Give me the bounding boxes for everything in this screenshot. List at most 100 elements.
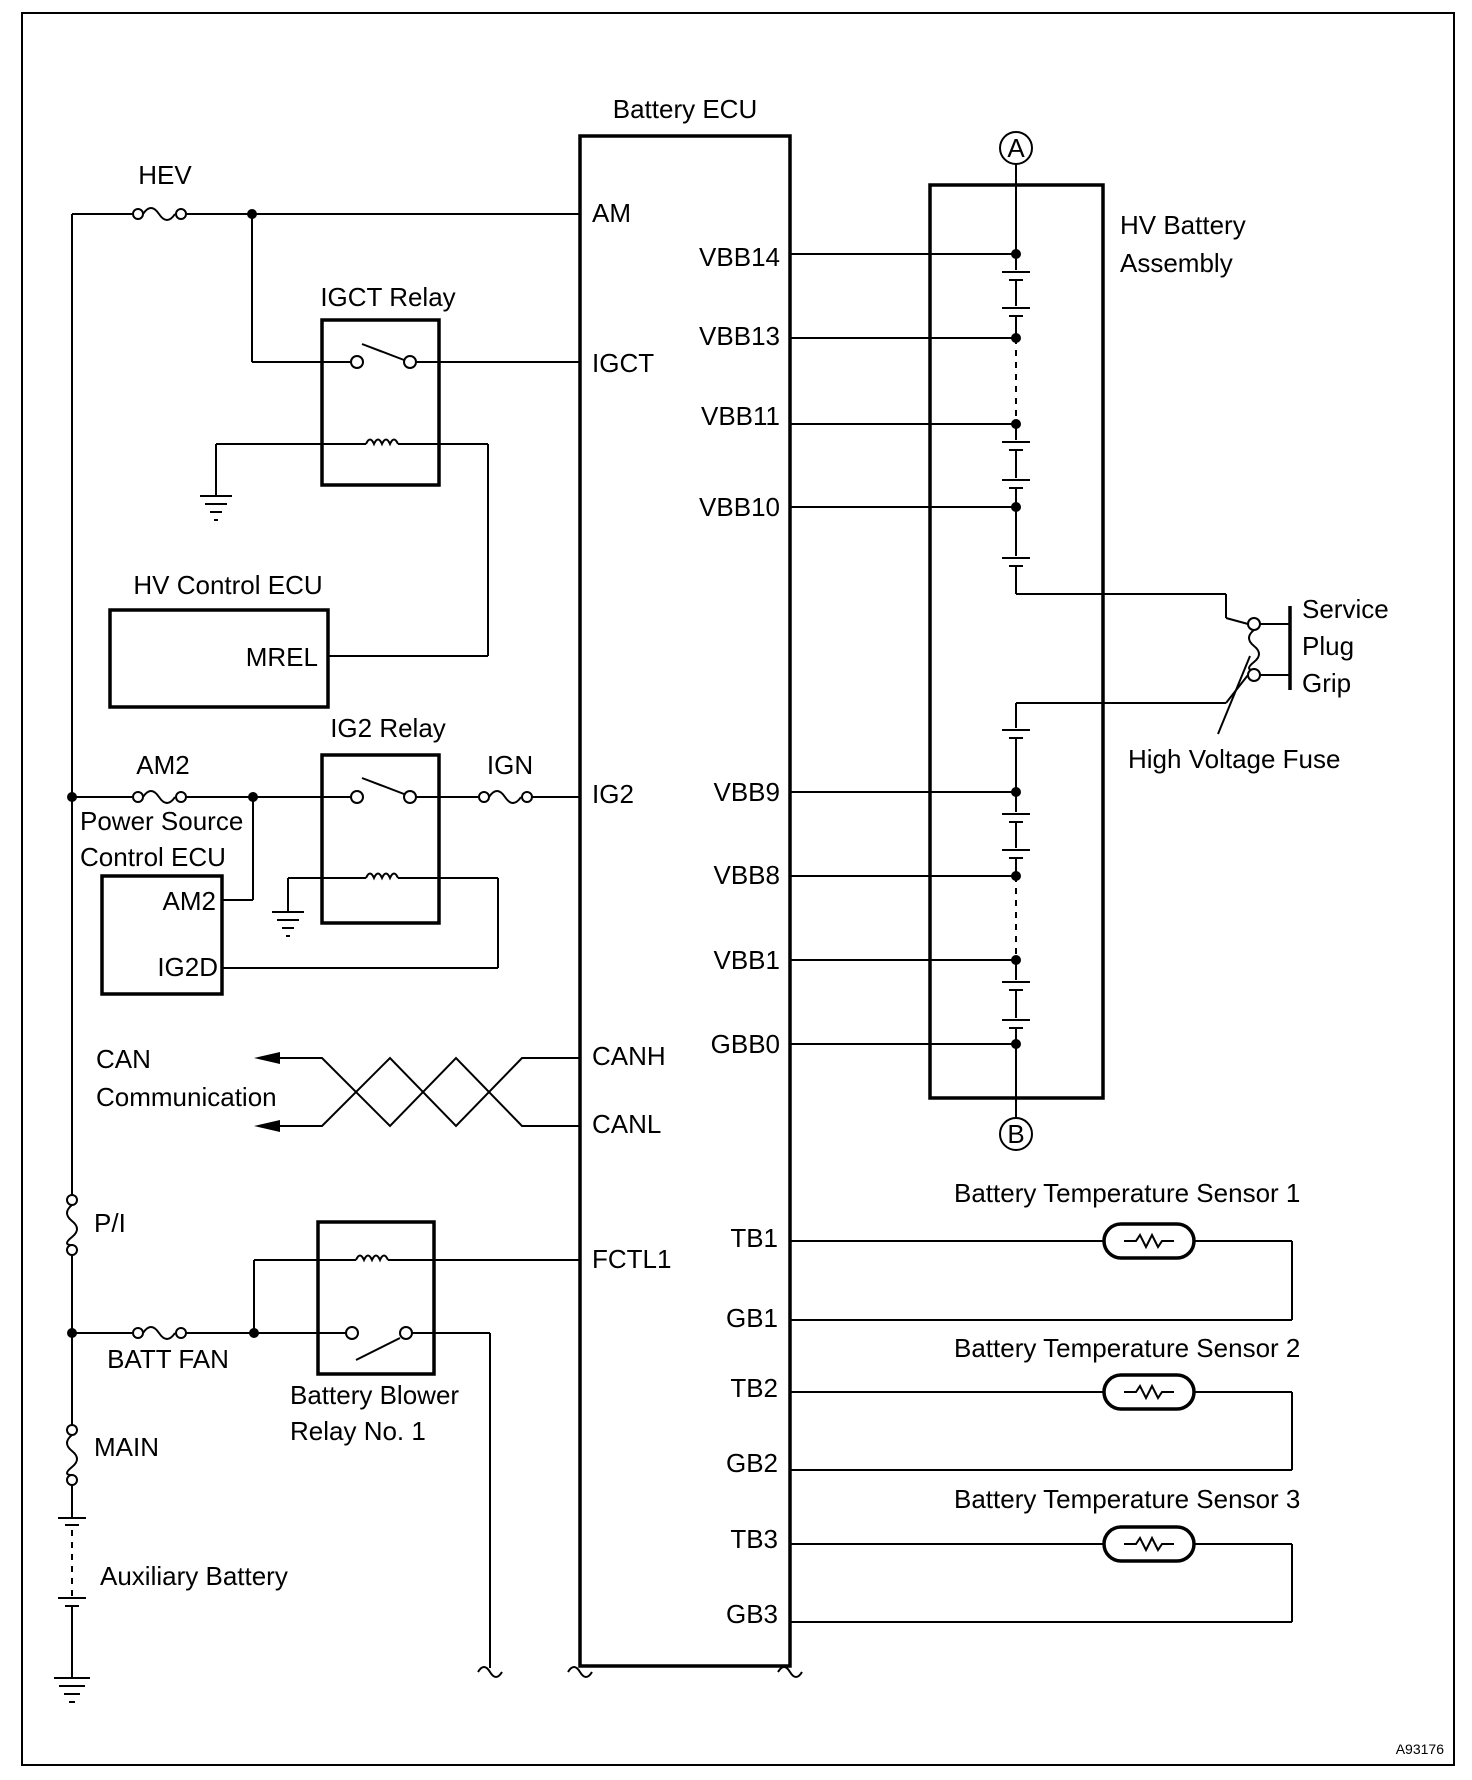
tap-vbb9 [1011, 787, 1021, 797]
pse-pin-am2: AM2 [163, 886, 216, 916]
figure-code: A93176 [1396, 1741, 1444, 1757]
blower-switch-contact-2 [399, 1326, 413, 1340]
pin-tb3: TB3 [730, 1524, 778, 1554]
pin-gbb0: GBB0 [711, 1029, 780, 1059]
connector-a-label: A [1007, 133, 1025, 163]
pse-pin-ig2d: IG2D [157, 952, 218, 982]
pin-gb2: GB2 [726, 1448, 778, 1478]
hv-control-ecu-pin-mrel: MREL [246, 642, 318, 672]
can-label-line1: CAN [96, 1044, 151, 1074]
pin-ig2: IG2 [592, 779, 634, 809]
blower-wire-break [477, 1666, 503, 1678]
pin-gb3: GB3 [726, 1599, 778, 1629]
pin-tb2: TB2 [730, 1373, 778, 1403]
blower-relay-label-line2: Relay No. 1 [290, 1416, 426, 1446]
igct-switch-contact-2 [403, 355, 417, 369]
connector-b [999, 1117, 1033, 1151]
temp-sensor-1-label: Battery Temperature Sensor 1 [954, 1178, 1300, 1208]
ecu-break-right [777, 1666, 803, 1678]
pin-tb1: TB1 [730, 1223, 778, 1253]
hv-cells-lower [1002, 703, 1030, 1118]
tap-vbb14 [1011, 249, 1021, 259]
auxiliary-battery-icon [58, 1517, 86, 1607]
pin-canl: CANL [592, 1109, 661, 1139]
fuse-am2-label: AM2 [136, 750, 189, 780]
fuse-ign [478, 790, 533, 804]
diagram-frame [21, 12, 1455, 1766]
ground-icon [54, 1677, 90, 1703]
tap-vbb1 [1011, 955, 1021, 965]
tap-vbb8 [1011, 871, 1021, 881]
service-plug-label-line3: Grip [1302, 668, 1351, 698]
pse-title-line2: Control ECU [80, 842, 226, 872]
service-plug-label-line1: Service [1302, 594, 1389, 624]
pse-title-line1: Power Source [80, 806, 243, 836]
fuse-ign-label: IGN [487, 750, 533, 780]
battery-ecu-box [578, 134, 792, 1668]
hv-cells-upper [1002, 271, 1030, 594]
fuse-main-label: MAIN [94, 1432, 159, 1462]
tap-gbb0 [1011, 1039, 1021, 1049]
tap-vbb11 [1011, 419, 1021, 429]
temp-sensor-3-label: Battery Temperature Sensor 3 [954, 1484, 1300, 1514]
hv-battery-label-line1: HV Battery [1120, 210, 1246, 240]
connector-b-label: B [1007, 1119, 1024, 1149]
tap-vbb10 [1011, 502, 1021, 512]
igct-switch-contact-1 [350, 355, 364, 369]
pin-fctl1: FCTL1 [592, 1244, 671, 1274]
fuse-main [66, 1424, 78, 1486]
ig2-switch-contact-1 [350, 790, 364, 804]
aux-battery-label: Auxiliary Battery [100, 1561, 288, 1591]
igct-switch-blade [361, 343, 405, 361]
pin-vbb8: VBB8 [714, 860, 781, 890]
ig2-coil [288, 872, 498, 881]
thermistor-2-icon [1102, 1373, 1196, 1411]
ig2-switch-contact-2 [403, 790, 417, 804]
fuse-hev-label: HEV [138, 160, 192, 190]
pin-vbb14: VBB14 [699, 242, 780, 272]
igct-relay-box [320, 318, 441, 487]
ground-icon [200, 495, 232, 521]
blower-switch-blade [355, 1337, 401, 1361]
battery-ecu-title: Battery ECU [613, 94, 758, 124]
igct-relay-label: IGCT Relay [320, 282, 455, 312]
thermistor-3-icon [1102, 1525, 1196, 1563]
pin-vbb13: VBB13 [699, 321, 780, 351]
ecu-break-left [567, 1666, 593, 1678]
pin-vbb10: VBB10 [699, 492, 780, 522]
fuse-pi-label: P/I [94, 1208, 126, 1238]
thermistor-1-icon [1102, 1222, 1196, 1260]
hv-control-ecu-box [108, 608, 330, 709]
pin-vbb9: VBB9 [714, 777, 781, 807]
pin-igct: IGCT [592, 348, 654, 378]
service-plug-grip [1247, 606, 1292, 690]
ig2-switch-blade [361, 777, 405, 795]
ig2-relay-label: IG2 Relay [330, 713, 446, 743]
can-bus [254, 1052, 580, 1132]
blower-relay-box [316, 1220, 436, 1376]
pin-gb1: GB1 [726, 1303, 778, 1333]
blower-coil [254, 1254, 580, 1263]
temp-sensor-2-label: Battery Temperature Sensor 2 [954, 1333, 1300, 1363]
blower-relay-label-line1: Battery Blower [290, 1380, 459, 1410]
pin-vbb1: VBB1 [714, 945, 781, 975]
fuse-batt-fan [132, 1326, 187, 1340]
wire-service-plug-upper-2 [1225, 617, 1249, 625]
fuse-pi [66, 1194, 78, 1256]
hv-battery-label-line2: Assembly [1120, 248, 1233, 278]
pin-canh: CANH [592, 1041, 666, 1071]
pin-vbb11: VBB11 [701, 401, 780, 431]
ig2-relay-box [320, 753, 441, 925]
fuse-batt-fan-label: BATT FAN [107, 1344, 229, 1374]
high-voltage-fuse-label: High Voltage Fuse [1128, 744, 1340, 774]
service-plug-label-line2: Plug [1302, 631, 1354, 661]
can-label-line2: Communication [96, 1082, 277, 1112]
ground-icon [272, 911, 304, 937]
hv-control-ecu-title: HV Control ECU [133, 570, 322, 600]
fuse-hev [132, 207, 187, 221]
high-voltage-fuse-leader [1217, 655, 1251, 735]
igct-coil [216, 438, 488, 447]
pin-am: AM [592, 198, 631, 228]
pse-box [100, 874, 224, 996]
